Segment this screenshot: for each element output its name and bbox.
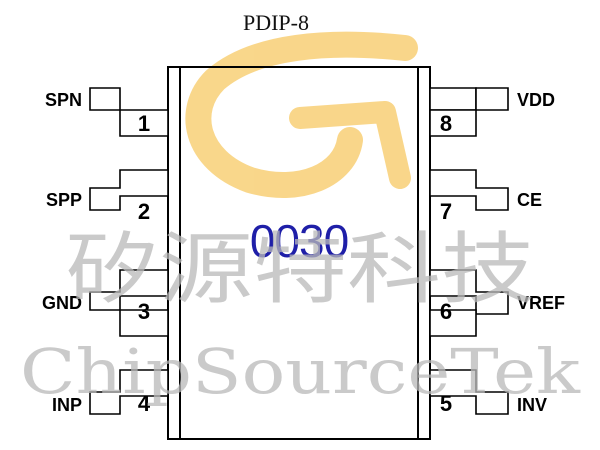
pin-6: 6 VREF [429, 269, 565, 337]
pin-2-name: SPP [46, 190, 82, 210]
pin-7-name: CE [517, 190, 542, 210]
pin-8-name: VDD [517, 90, 555, 110]
pin-4-name: INP [52, 395, 82, 415]
chip-body [167, 66, 431, 440]
pin-8-number: 8 [440, 111, 452, 136]
pin-5-number: 5 [440, 391, 452, 416]
pin-6-name: VREF [517, 293, 565, 313]
pin-5: 5 INV [429, 369, 547, 416]
pin-5-name: INV [517, 395, 547, 415]
pin-3-number: 3 [138, 299, 150, 324]
pin-3-name: GND [42, 293, 82, 313]
watermark-chinese: 矽源特科技 [65, 225, 535, 315]
pin-4-number: 4 [138, 391, 151, 416]
pin-3: 3 GND [42, 269, 169, 337]
pin-7: 7 CE [429, 169, 542, 224]
pin-4: 4 INP [52, 369, 169, 416]
pin-1-number: 1 [138, 111, 150, 136]
pin-6-number: 6 [440, 299, 452, 324]
pin-1: 1 SPN [45, 87, 169, 137]
pin-2: 2 SPP [46, 169, 169, 224]
pin-7-number: 7 [440, 199, 452, 224]
watermark-english: ChipSourceTek [20, 335, 580, 408]
pin-8: 8 VDD [429, 87, 555, 137]
chipsourcetek-logo-icon [185, 31, 418, 198]
pin-1-name: SPN [45, 90, 82, 110]
package-label: PDIP-8 [243, 10, 309, 35]
chip-marking: 0030 [250, 215, 348, 267]
pin-2-number: 2 [138, 199, 150, 224]
